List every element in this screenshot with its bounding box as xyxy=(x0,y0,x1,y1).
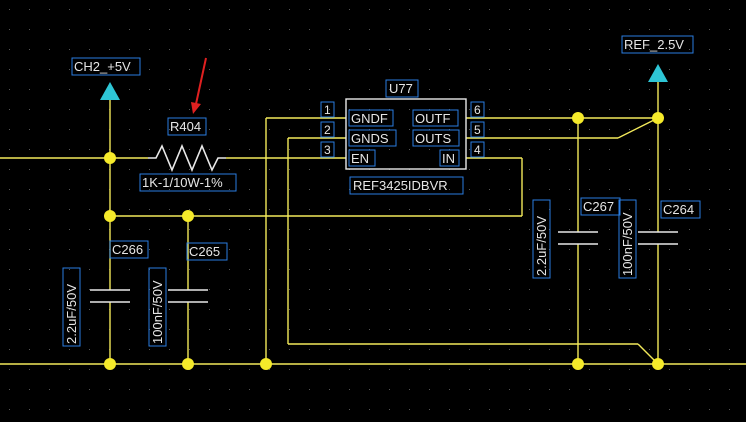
pin-number-box xyxy=(320,141,335,158)
net-label-ch2-5v: CH2_+5V xyxy=(74,59,131,74)
junction-dot xyxy=(260,358,272,370)
r404-labels: R404 1K-1/10W-1% xyxy=(139,117,237,192)
c264-designator: C264 xyxy=(663,202,694,217)
u77-ic[interactable]: GNDF GNDS EN OUTF OUTS IN 1 2 3 6 5 4 U7… xyxy=(320,79,485,195)
c266-designator: C266 xyxy=(112,242,143,257)
designator-box xyxy=(580,197,621,216)
c266-capacitor[interactable] xyxy=(90,289,130,303)
pin-name-outs: OUTS xyxy=(415,131,451,146)
pin-name-box xyxy=(348,109,394,127)
pin-name-box xyxy=(412,129,460,147)
pin-number-1: 1 xyxy=(324,103,331,117)
r404-resistor[interactable] xyxy=(148,143,226,173)
c267-capacitor[interactable] xyxy=(558,231,598,245)
pin-name-box xyxy=(412,109,459,127)
c264-capacitor[interactable] xyxy=(638,231,678,245)
red-arrow-icon xyxy=(191,57,207,114)
value-box xyxy=(62,267,81,347)
pin-number-box xyxy=(470,141,485,158)
u77-designator: U77 xyxy=(389,81,413,96)
c267-labels: C267 2.2uF/50V xyxy=(532,197,621,279)
c265-capacitor[interactable] xyxy=(168,289,208,303)
net-label-ref-2v5: REF_2.5V xyxy=(624,37,684,52)
c266-labels: C266 2.2uF/50V xyxy=(62,240,149,347)
ic-body xyxy=(345,98,467,170)
designator-box xyxy=(167,117,207,136)
wire-outs-kelvin[interactable] xyxy=(617,117,659,139)
power-arrow-icon xyxy=(648,64,668,82)
junction-dot xyxy=(652,112,664,124)
designator-box xyxy=(109,240,149,259)
part-number-box xyxy=(349,176,464,195)
r404-value: 1K-1/10W-1% xyxy=(142,175,223,190)
u77-part-number: REF3425IDBVR xyxy=(353,178,448,193)
c264-labels: C264 100nF/50V xyxy=(618,199,701,279)
junction-dot xyxy=(182,358,194,370)
value-box xyxy=(139,173,237,192)
value-box xyxy=(148,267,167,347)
pin-number-box xyxy=(470,121,485,138)
net-label-box xyxy=(621,35,694,54)
junction-dot xyxy=(572,112,584,124)
junctions xyxy=(104,112,664,370)
junction-dot xyxy=(104,152,116,164)
designator-box xyxy=(186,242,228,261)
power-arrow-icon xyxy=(100,82,120,100)
pin-number-3: 3 xyxy=(324,143,331,157)
junction-dot xyxy=(182,210,194,222)
pin-name-box xyxy=(348,149,376,167)
net-label-box xyxy=(71,57,141,76)
pin-number-box xyxy=(320,121,335,138)
value-box xyxy=(618,199,637,279)
pin-number-box xyxy=(470,101,485,118)
c267-value: 2.2uF/50V xyxy=(534,216,549,276)
pin-name-in: IN xyxy=(442,151,455,166)
r404-designator: R404 xyxy=(170,119,201,134)
pin-name-outf: OUTF xyxy=(415,111,450,126)
pin-number-5: 5 xyxy=(474,123,481,137)
c265-value: 100nF/50V xyxy=(150,280,165,344)
value-box xyxy=(532,199,551,279)
junction-dot xyxy=(572,358,584,370)
pin-number-2: 2 xyxy=(324,123,331,137)
pin-name-gnds: GNDS xyxy=(351,131,389,146)
c265-designator: C265 xyxy=(189,244,220,259)
pin-number-4: 4 xyxy=(474,143,481,157)
junction-dot xyxy=(104,210,116,222)
pin-name-gndf: GNDF xyxy=(351,111,388,126)
c265-labels: C265 100nF/50V xyxy=(148,242,228,347)
power-port-ref-2v5[interactable]: REF_2.5V xyxy=(621,35,694,82)
pin-name-en: EN xyxy=(351,151,369,166)
junction-dot xyxy=(652,358,664,370)
power-port-ch2-5v[interactable]: CH2_+5V xyxy=(71,57,141,100)
junction-dot xyxy=(104,358,116,370)
designator-box xyxy=(660,200,701,219)
c267-designator: C267 xyxy=(583,199,614,214)
c264-value: 100nF/50V xyxy=(620,212,635,276)
resistor-symbol-icon xyxy=(148,143,226,173)
pin-name-box xyxy=(439,149,460,167)
pin-number-6: 6 xyxy=(474,103,481,117)
c266-value: 2.2uF/50V xyxy=(64,284,79,344)
pin-name-box xyxy=(348,129,397,147)
designator-box xyxy=(385,79,419,98)
pin-number-box xyxy=(320,101,335,118)
